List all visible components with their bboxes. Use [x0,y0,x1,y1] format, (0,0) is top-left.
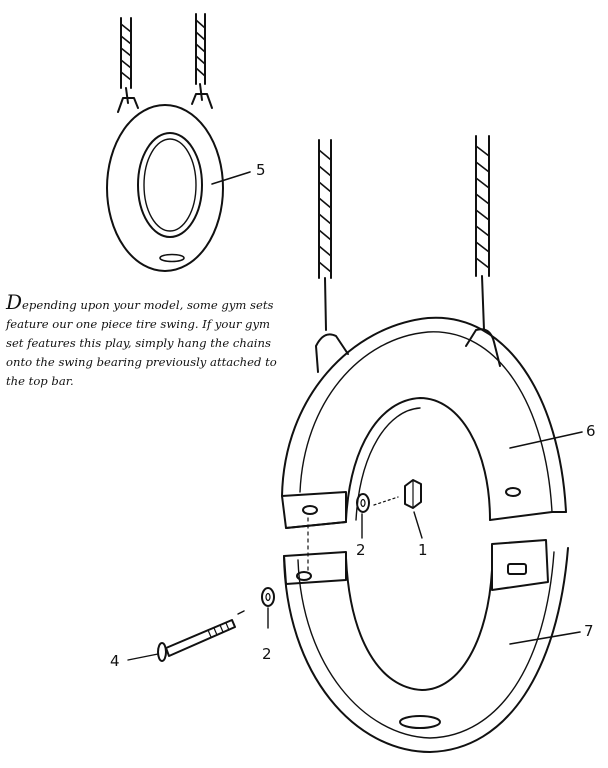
lower-half-inner [345,557,493,691]
caption-line-5: the top bar. [6,374,74,388]
caption-drop-cap: D [6,290,23,314]
upper-right-bolt-hole [505,487,521,497]
nut-icon [404,479,422,509]
upper-left-bolt-hole [302,505,318,515]
caption-line-1-text: epending upon your model, some gym sets [22,298,274,312]
upper-bracket-right [465,328,501,367]
callout-5: 5 [256,161,266,179]
callout-2-lower: 2 [262,645,272,663]
small-swing-chain-right [195,13,206,101]
caption-line-2: feature our one piece tire swing. If you… [6,317,271,331]
bolt-icon [157,619,236,662]
bolt-direction-arrow [237,610,245,615]
callout-6: 6 [586,422,596,440]
lower-half-right-end [491,539,549,591]
lower-half-left-end [283,551,347,585]
lower-drain-slot [399,715,441,729]
leader-1 [413,511,423,539]
washer-icon [356,493,370,513]
lower-left-bolt-hole [296,571,312,581]
lower-half-outer [283,547,569,753]
callout-1: 1 [418,541,428,559]
caption-line-1: Depending upon your model, some gym sets [6,290,274,315]
upper-swing-half [281,316,583,529]
leader-4 [127,653,159,661]
large-swing-chain-right [475,135,490,331]
washer-icon-lower [261,587,275,607]
caption-line-4: onto the swing bearing previously attach… [6,355,277,369]
lower-right-bolt-hole [507,563,527,575]
callout-4: 4 [110,652,120,670]
upper-bracket-left [315,333,349,373]
caption-line-3: set features this play, simply hang the … [6,336,271,350]
small-swing-drain-slot [159,253,185,263]
one-piece-tire-swing [106,13,251,272]
upper-half-inner [345,397,491,521]
large-swing-chain-left [318,139,332,331]
small-swing-chain-left [120,17,132,104]
assembly-arrow [373,496,399,506]
callout-2-upper: 2 [356,541,366,559]
upper-half-right-end [489,511,567,521]
leader-7 [509,631,581,645]
leader-6 [509,431,583,449]
small-swing-inner-opening [137,132,203,238]
leader-5 [211,171,251,185]
callout-7: 7 [584,622,594,640]
instruction-caption: Depending upon your model, some gym sets… [6,290,277,391]
lower-swing-half [283,539,581,753]
small-swing-brackets [117,93,213,113]
small-swing-outer-rim [106,104,224,272]
upper-half-outer [281,316,567,513]
